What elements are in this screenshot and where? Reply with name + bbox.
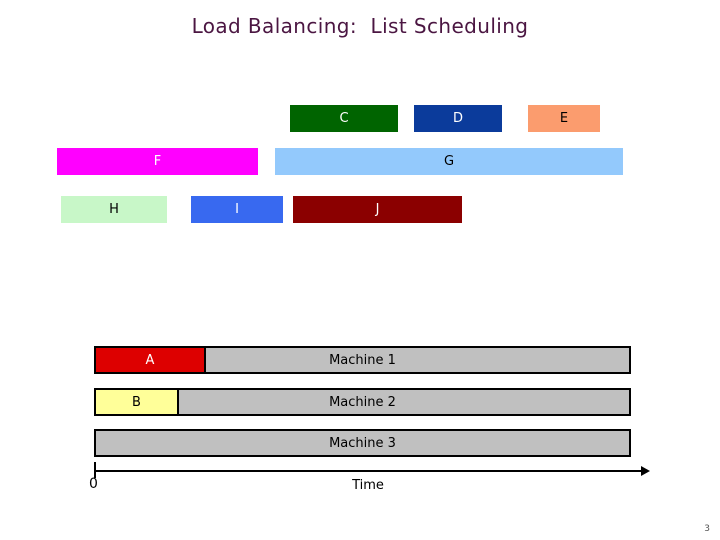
scheduled-job-b[interactable]: B bbox=[94, 388, 179, 416]
time-axis-line bbox=[94, 470, 642, 472]
scheduled-job-a[interactable]: A bbox=[94, 346, 206, 374]
job-block-j[interactable]: J bbox=[293, 196, 462, 223]
page-title: Load Balancing: List Scheduling bbox=[191, 14, 529, 38]
job-label: I bbox=[235, 202, 239, 217]
job-label: F bbox=[153, 154, 162, 169]
time-axis-caption: Time bbox=[352, 478, 384, 493]
job-label: A bbox=[145, 352, 155, 368]
machine-row-2[interactable]: Machine 2 bbox=[94, 388, 631, 416]
job-block-f[interactable]: F bbox=[57, 148, 258, 175]
job-block-h[interactable]: H bbox=[61, 196, 167, 223]
job-label: H bbox=[109, 202, 119, 217]
time-axis-origin-label: 0 bbox=[89, 476, 98, 492]
job-label: E bbox=[559, 111, 569, 126]
job-block-i[interactable]: I bbox=[191, 196, 283, 223]
job-block-c[interactable]: C bbox=[290, 105, 398, 132]
job-label: C bbox=[339, 111, 349, 126]
job-block-g[interactable]: G bbox=[275, 148, 623, 175]
machine-row-3[interactable]: Machine 3 bbox=[94, 429, 631, 457]
job-block-d[interactable]: D bbox=[414, 105, 502, 132]
time-axis-origin-tick bbox=[94, 462, 96, 478]
machine-row-label: Machine 3 bbox=[329, 435, 396, 451]
job-label: B bbox=[132, 394, 141, 410]
job-block-e[interactable]: E bbox=[528, 105, 600, 132]
job-label: J bbox=[375, 202, 380, 217]
time-axis-arrow-icon bbox=[641, 466, 650, 476]
job-label: D bbox=[452, 111, 463, 126]
page-number: 3 bbox=[704, 524, 710, 534]
job-label: G bbox=[443, 154, 455, 169]
